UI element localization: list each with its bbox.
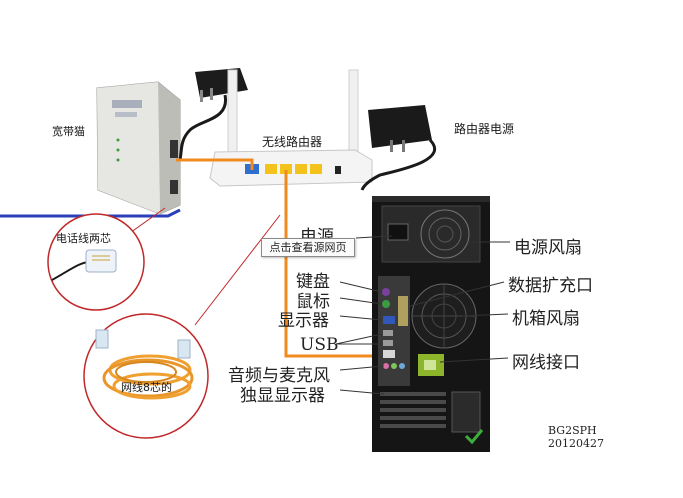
router-power-label: 路由器电源 [454, 122, 515, 136]
modem-power-adapter [178, 68, 248, 161]
usb-label: USB [300, 335, 339, 355]
arrow-keyboard [339, 281, 383, 293]
pc-tower [372, 196, 490, 452]
router-label: 无线路由器 [262, 135, 323, 149]
arrow-mouse [339, 297, 383, 305]
router-pc-cable [284, 170, 394, 358]
phone-line-cable [0, 208, 181, 218]
callout-line-cable [194, 214, 281, 326]
audio-mic-label: 音频与麦克风 [228, 366, 330, 386]
view-source-tooltip[interactable]: 点击查看源网页 [261, 238, 355, 257]
arrow-discrete-display [339, 389, 385, 395]
arrow-lan [439, 357, 509, 363]
lan-port-label: 网线接口 [512, 353, 580, 373]
modem-device [96, 81, 181, 215]
phone-line-zoom [47, 213, 145, 311]
router-device [209, 69, 373, 187]
arrow-expansion [409, 281, 505, 307]
keyboard-label: 键盘 [296, 272, 330, 292]
network-cable-zoom [83, 313, 209, 439]
arrow-power [355, 235, 393, 239]
monitor-label: 显示器 [278, 311, 329, 331]
modem-router-cable [176, 158, 254, 170]
arrow-case-fan [461, 313, 509, 317]
mouse-label: 鼠标 [296, 292, 330, 312]
arrow-monitor [339, 315, 383, 321]
watermark-date: 20120427 [548, 437, 604, 450]
network-cable-label: 网线8芯的 [121, 381, 172, 394]
phone-line-label: 电话线两芯 [56, 232, 111, 245]
router-power-adapter [360, 105, 436, 191]
psu-fan-label: 电源风扇 [514, 238, 582, 258]
discrete-display-label: 独显显示器 [240, 386, 325, 406]
modem-label: 宽带猫 [52, 125, 85, 138]
arrow-audio [339, 365, 385, 371]
case-fan-label: 机箱风扇 [512, 309, 580, 329]
watermark-callsign: BG2SPH [548, 424, 597, 437]
arrow-usb-1 [335, 333, 383, 345]
expansion-port-label: 数据扩充口 [508, 276, 593, 296]
